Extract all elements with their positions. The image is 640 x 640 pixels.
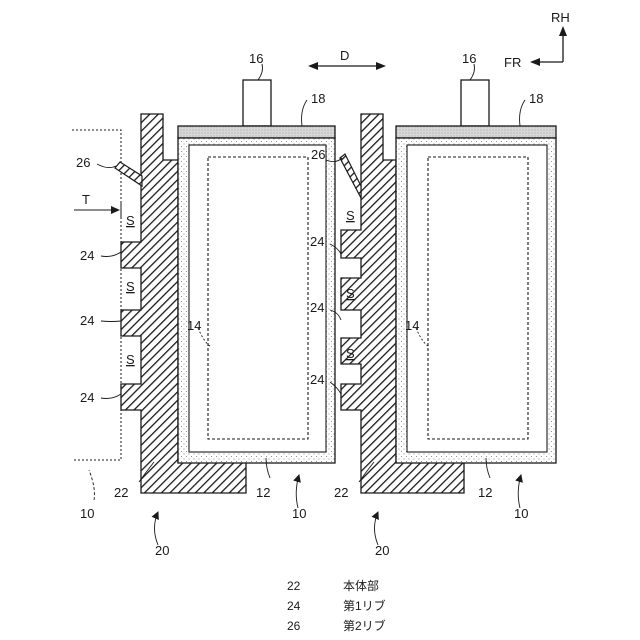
label-26-left: 26	[76, 155, 90, 170]
label-d: D	[340, 48, 349, 63]
terminal-right	[461, 80, 489, 126]
label-s-5: S	[346, 286, 355, 301]
label-s-6: S	[346, 346, 355, 361]
label-18-left: 18	[311, 91, 325, 106]
terminal-left	[243, 80, 271, 126]
label-14-left: 14	[187, 318, 201, 333]
label-s-1: S	[126, 213, 135, 228]
legend-num-26: 26	[287, 619, 301, 633]
second-rib-left	[115, 162, 142, 186]
label-s-4: S	[346, 208, 355, 223]
legend-num-22: 22	[287, 579, 301, 593]
label-26-right: 26	[311, 147, 325, 162]
direction-arrow-d	[308, 62, 386, 70]
battery-cell-right	[396, 80, 556, 463]
label-20-right: 20	[375, 543, 389, 558]
label-t: T	[82, 192, 90, 207]
legend-text-26: 第2リブ	[343, 618, 386, 633]
label-22-right: 22	[334, 485, 348, 500]
label-24-f: 24	[310, 372, 324, 387]
label-24-a: 24	[80, 248, 94, 263]
label-14-right: 14	[405, 318, 419, 333]
label-20-left: 20	[155, 543, 169, 558]
label-24-e: 24	[310, 300, 324, 315]
orientation-arrows	[530, 26, 567, 66]
second-rib-right	[340, 154, 361, 198]
label-18-right: 18	[529, 91, 543, 106]
battery-cell-left	[178, 80, 335, 463]
label-s-2: S	[126, 279, 135, 294]
label-16-left: 16	[249, 51, 263, 66]
legend-num-24: 24	[287, 599, 301, 613]
label-16-right: 16	[462, 51, 476, 66]
label-24-b: 24	[80, 313, 94, 328]
partial-battery-cell-left	[72, 130, 121, 460]
legend-text-22: 本体部	[343, 578, 379, 593]
label-fr: FR	[504, 55, 521, 70]
label-12-left: 12	[256, 485, 270, 500]
label-24-d: 24	[310, 234, 324, 249]
label-10-c: 10	[514, 506, 528, 521]
lid-right	[396, 126, 556, 138]
label-rh: RH	[551, 10, 570, 25]
inner-wall-left	[189, 145, 326, 452]
lid-left	[178, 126, 335, 138]
label-24-c: 24	[80, 390, 94, 405]
label-12-right: 12	[478, 485, 492, 500]
label-10-b: 10	[292, 506, 306, 521]
label-10-a: 10	[80, 506, 94, 521]
legend-text-24: 第1リブ	[343, 598, 386, 613]
legend: 22 本体部 24 第1リブ 26 第2リブ	[287, 578, 386, 633]
label-s-3: S	[126, 352, 135, 367]
label-22-left: 22	[114, 485, 128, 500]
